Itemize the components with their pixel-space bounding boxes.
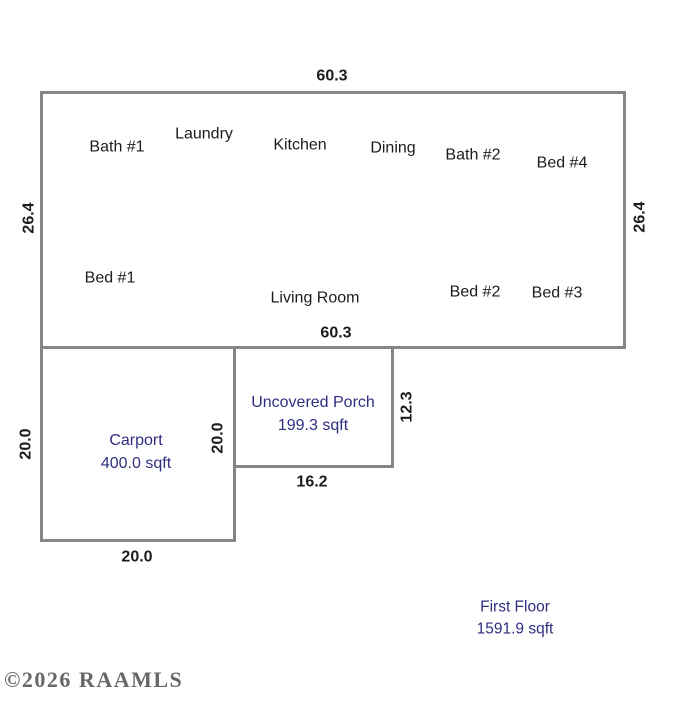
- copyright-watermark: ©2026 RAAMLS: [4, 667, 184, 692]
- porch-name: Uncovered Porch: [251, 393, 375, 411]
- dim-porch-right: 12.3: [398, 391, 416, 423]
- room-label-living: Living Room: [270, 289, 360, 307]
- dim-main-top: 60.3: [316, 67, 348, 85]
- dim-carport-left: 20.0: [17, 428, 35, 460]
- dim-main-right: 26.4: [631, 201, 649, 233]
- carport-name: Carport: [109, 431, 163, 449]
- main-floor-outline: [40, 91, 626, 349]
- dim-porch-bottom: 16.2: [296, 473, 328, 491]
- room-label-bed4: Bed #4: [536, 154, 588, 172]
- carport-label: Carport 400.0 sqft: [101, 429, 171, 475]
- room-label-bed2: Bed #2: [449, 283, 501, 301]
- room-label-bed1: Bed #1: [84, 269, 136, 287]
- dim-carport-bottom: 20.0: [121, 548, 153, 566]
- room-label-laundry: Laundry: [175, 125, 233, 143]
- room-label-bath2: Bath #2: [445, 146, 501, 164]
- porch-label: Uncovered Porch 199.3 sqft: [251, 391, 375, 437]
- room-label-dining: Dining: [370, 139, 416, 157]
- dim-main-left: 26.4: [20, 202, 38, 234]
- porch-area: 199.3 sqft: [277, 417, 349, 434]
- carport-area: 400.0 sqft: [100, 455, 172, 472]
- first-floor-area: 1591.9 sqft: [476, 621, 554, 638]
- dim-carport-right: 20.0: [209, 422, 227, 454]
- porch-outline: [233, 346, 394, 468]
- room-label-bath1: Bath #1: [89, 138, 145, 156]
- room-label-bed3: Bed #3: [531, 284, 583, 302]
- dim-main-bottom: 60.3: [320, 324, 352, 342]
- first-floor-title: First Floor: [480, 598, 550, 616]
- room-label-kitchen: Kitchen: [273, 136, 327, 154]
- first-floor-summary: First Floor 1591.9 sqft: [477, 597, 554, 642]
